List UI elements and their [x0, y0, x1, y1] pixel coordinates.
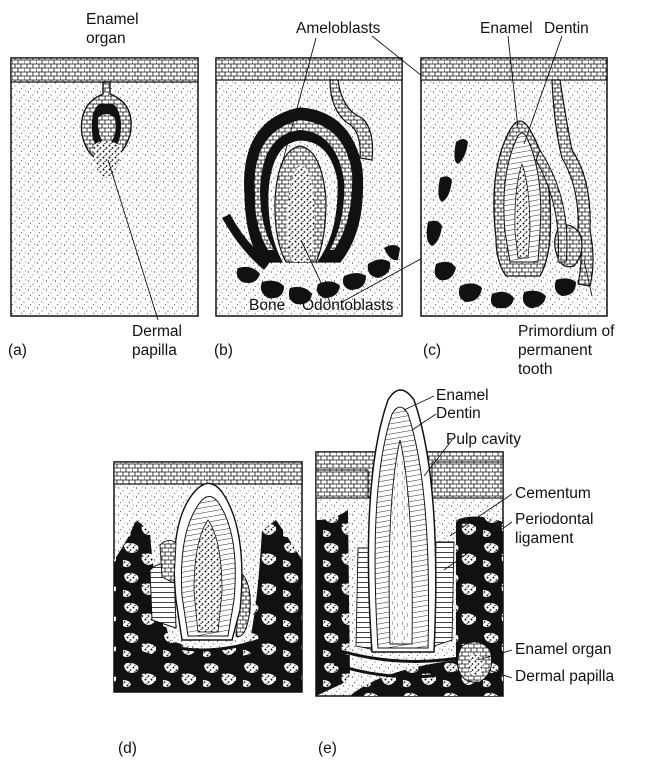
label-b-ameloblasts: Ameloblasts [296, 19, 380, 38]
panel-a [11, 58, 198, 320]
panel-letter-d: (d) [118, 740, 137, 758]
panel-c [421, 36, 607, 316]
label-e-dentin: Dentin [436, 404, 481, 423]
label-b-odontoblasts: Odontoblasts [302, 296, 393, 315]
label-c-enamel: Enamel [480, 19, 533, 38]
label-a-enamel-organ: Enamel organ [86, 10, 139, 48]
panel-letter-a: (a) [8, 342, 27, 360]
panel-d [114, 462, 302, 692]
label-e-cementum: Cementum [515, 484, 591, 503]
label-e-periodontal-ligament: Periodontal ligament [515, 510, 593, 548]
panel-letter-e: (e) [318, 740, 337, 758]
label-c-dentin: Dentin [544, 19, 589, 38]
label-e-pulp-cavity: Pulp cavity [446, 430, 521, 449]
label-e-dermal-papilla: Dermal papilla [515, 667, 614, 686]
label-b-bone: Bone [249, 296, 285, 315]
panel-letter-b: (b) [214, 342, 233, 360]
label-c-primordium: Primordium of permanent tooth [518, 322, 614, 379]
label-e-enamel-organ: Enamel organ [515, 640, 612, 659]
label-e-enamel: Enamel [436, 386, 489, 405]
panel-letter-c: (c) [423, 342, 441, 360]
label-a-dermal-papilla: Dermal papilla [132, 322, 182, 360]
